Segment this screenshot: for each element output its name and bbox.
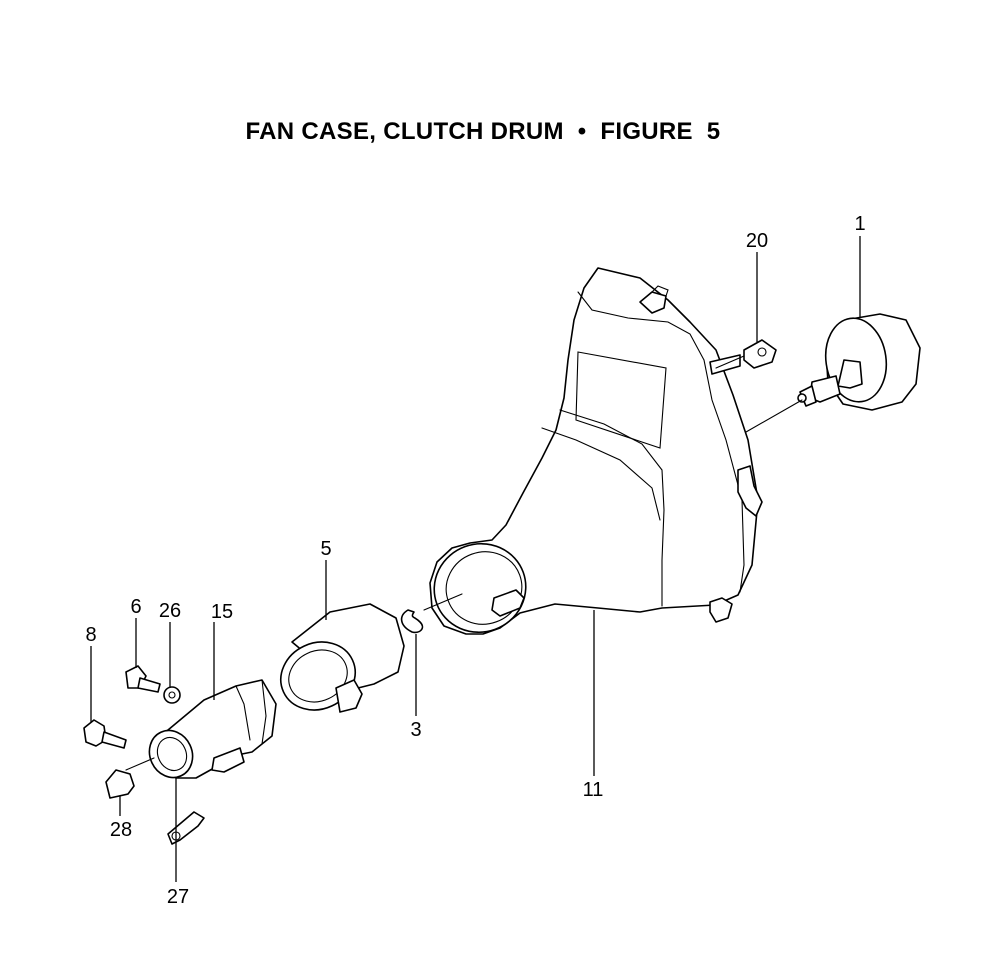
callout-11: 11 [583, 779, 604, 801]
axis-line-plate [125, 757, 155, 771]
part-5-tube[interactable] [270, 603, 405, 722]
part-3-snap-ring[interactable] [400, 609, 424, 634]
callout-15: 15 [211, 601, 233, 623]
part-26-washer[interactable] [163, 686, 181, 704]
callout-6: 6 [130, 596, 141, 618]
callout-20: 20 [746, 230, 768, 252]
part-6-bolt[interactable] [125, 665, 161, 693]
part-27-bracket[interactable] [167, 811, 205, 845]
callout-28: 28 [110, 819, 132, 841]
part-8-knob-bolt[interactable] [83, 719, 127, 749]
axis-line-ring [423, 593, 463, 611]
callout-26: 26 [159, 600, 181, 622]
callout-5: 5 [320, 538, 331, 560]
axis-line-nut [715, 355, 745, 369]
part-15-coupler-housing[interactable] [142, 679, 277, 785]
callout-1: 1 [854, 213, 865, 235]
callout-3: 3 [410, 719, 421, 741]
axis-line-drum [745, 399, 803, 433]
page-title: FAN CASE, CLUTCH DRUM • FIGURE 5 [245, 118, 721, 145]
callout-27: 27 [167, 886, 189, 908]
part-20-nut[interactable] [743, 339, 777, 369]
callout-8: 8 [85, 624, 96, 646]
part-1-clutch-drum[interactable] [797, 313, 921, 411]
part-28-plate[interactable] [105, 769, 135, 799]
part-11-fan-case[interactable] [422, 267, 763, 645]
